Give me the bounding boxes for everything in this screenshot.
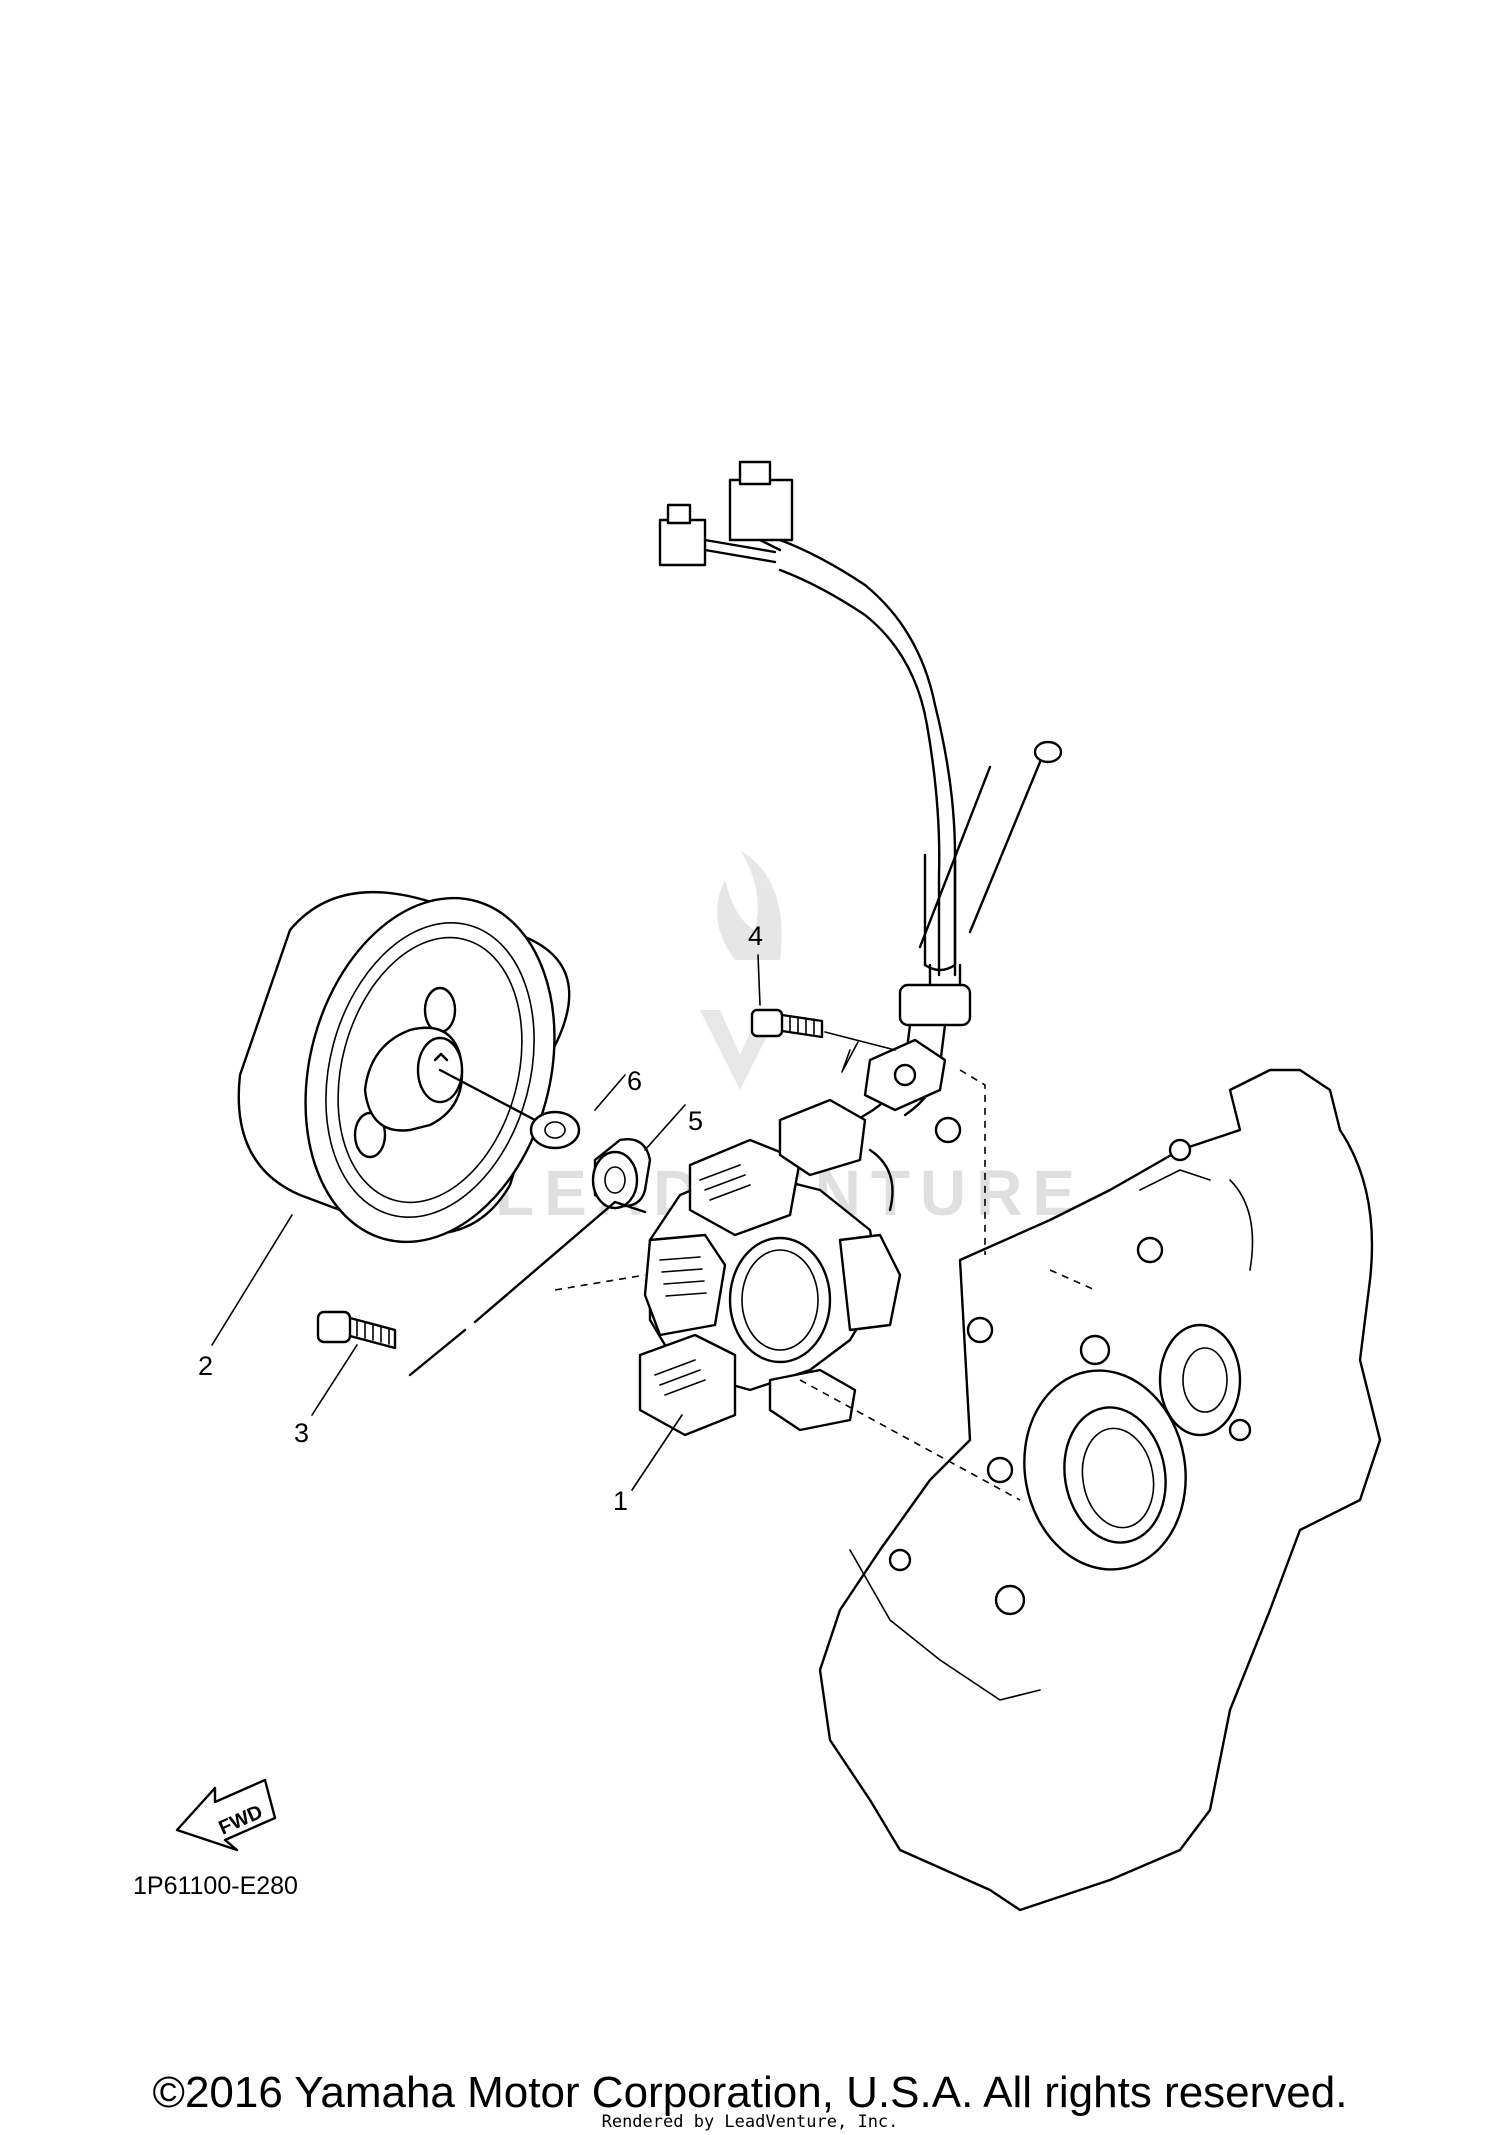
- part-6-washer: [529, 1110, 581, 1150]
- bolt-leader-line: [408, 1200, 647, 1377]
- part-5-collar: [591, 1138, 652, 1210]
- callout-1: 1: [613, 1486, 628, 1516]
- callout-4: 4: [748, 921, 763, 951]
- pickup-coil: [841, 1038, 962, 1144]
- diagram-code: 1P61100-E280: [133, 1872, 298, 1900]
- callout-5: 5: [688, 1106, 703, 1136]
- fwd-arrow-icon: FWD: [175, 1778, 277, 1852]
- rendered-by-notice: Rendered by LeadVenture, Inc.: [601, 2112, 899, 2132]
- flywheel-rotor: [237, 890, 571, 1244]
- callout-3: 3: [294, 1418, 309, 1448]
- part-4-screw: [750, 1008, 896, 1051]
- stator-assembly: [638, 1098, 902, 1437]
- callout-6: 6: [627, 1066, 642, 1096]
- alignment-lines: [554, 1069, 1096, 1501]
- copyright-notice: ©2016 Yamaha Motor Corporation, U.S.A. A…: [152, 2068, 1348, 2117]
- callout-2: 2: [198, 1351, 213, 1381]
- callout-leaders: [211, 954, 761, 1491]
- part-3-bolt: [316, 1310, 397, 1350]
- crankcase-cover: [818, 1068, 1382, 1912]
